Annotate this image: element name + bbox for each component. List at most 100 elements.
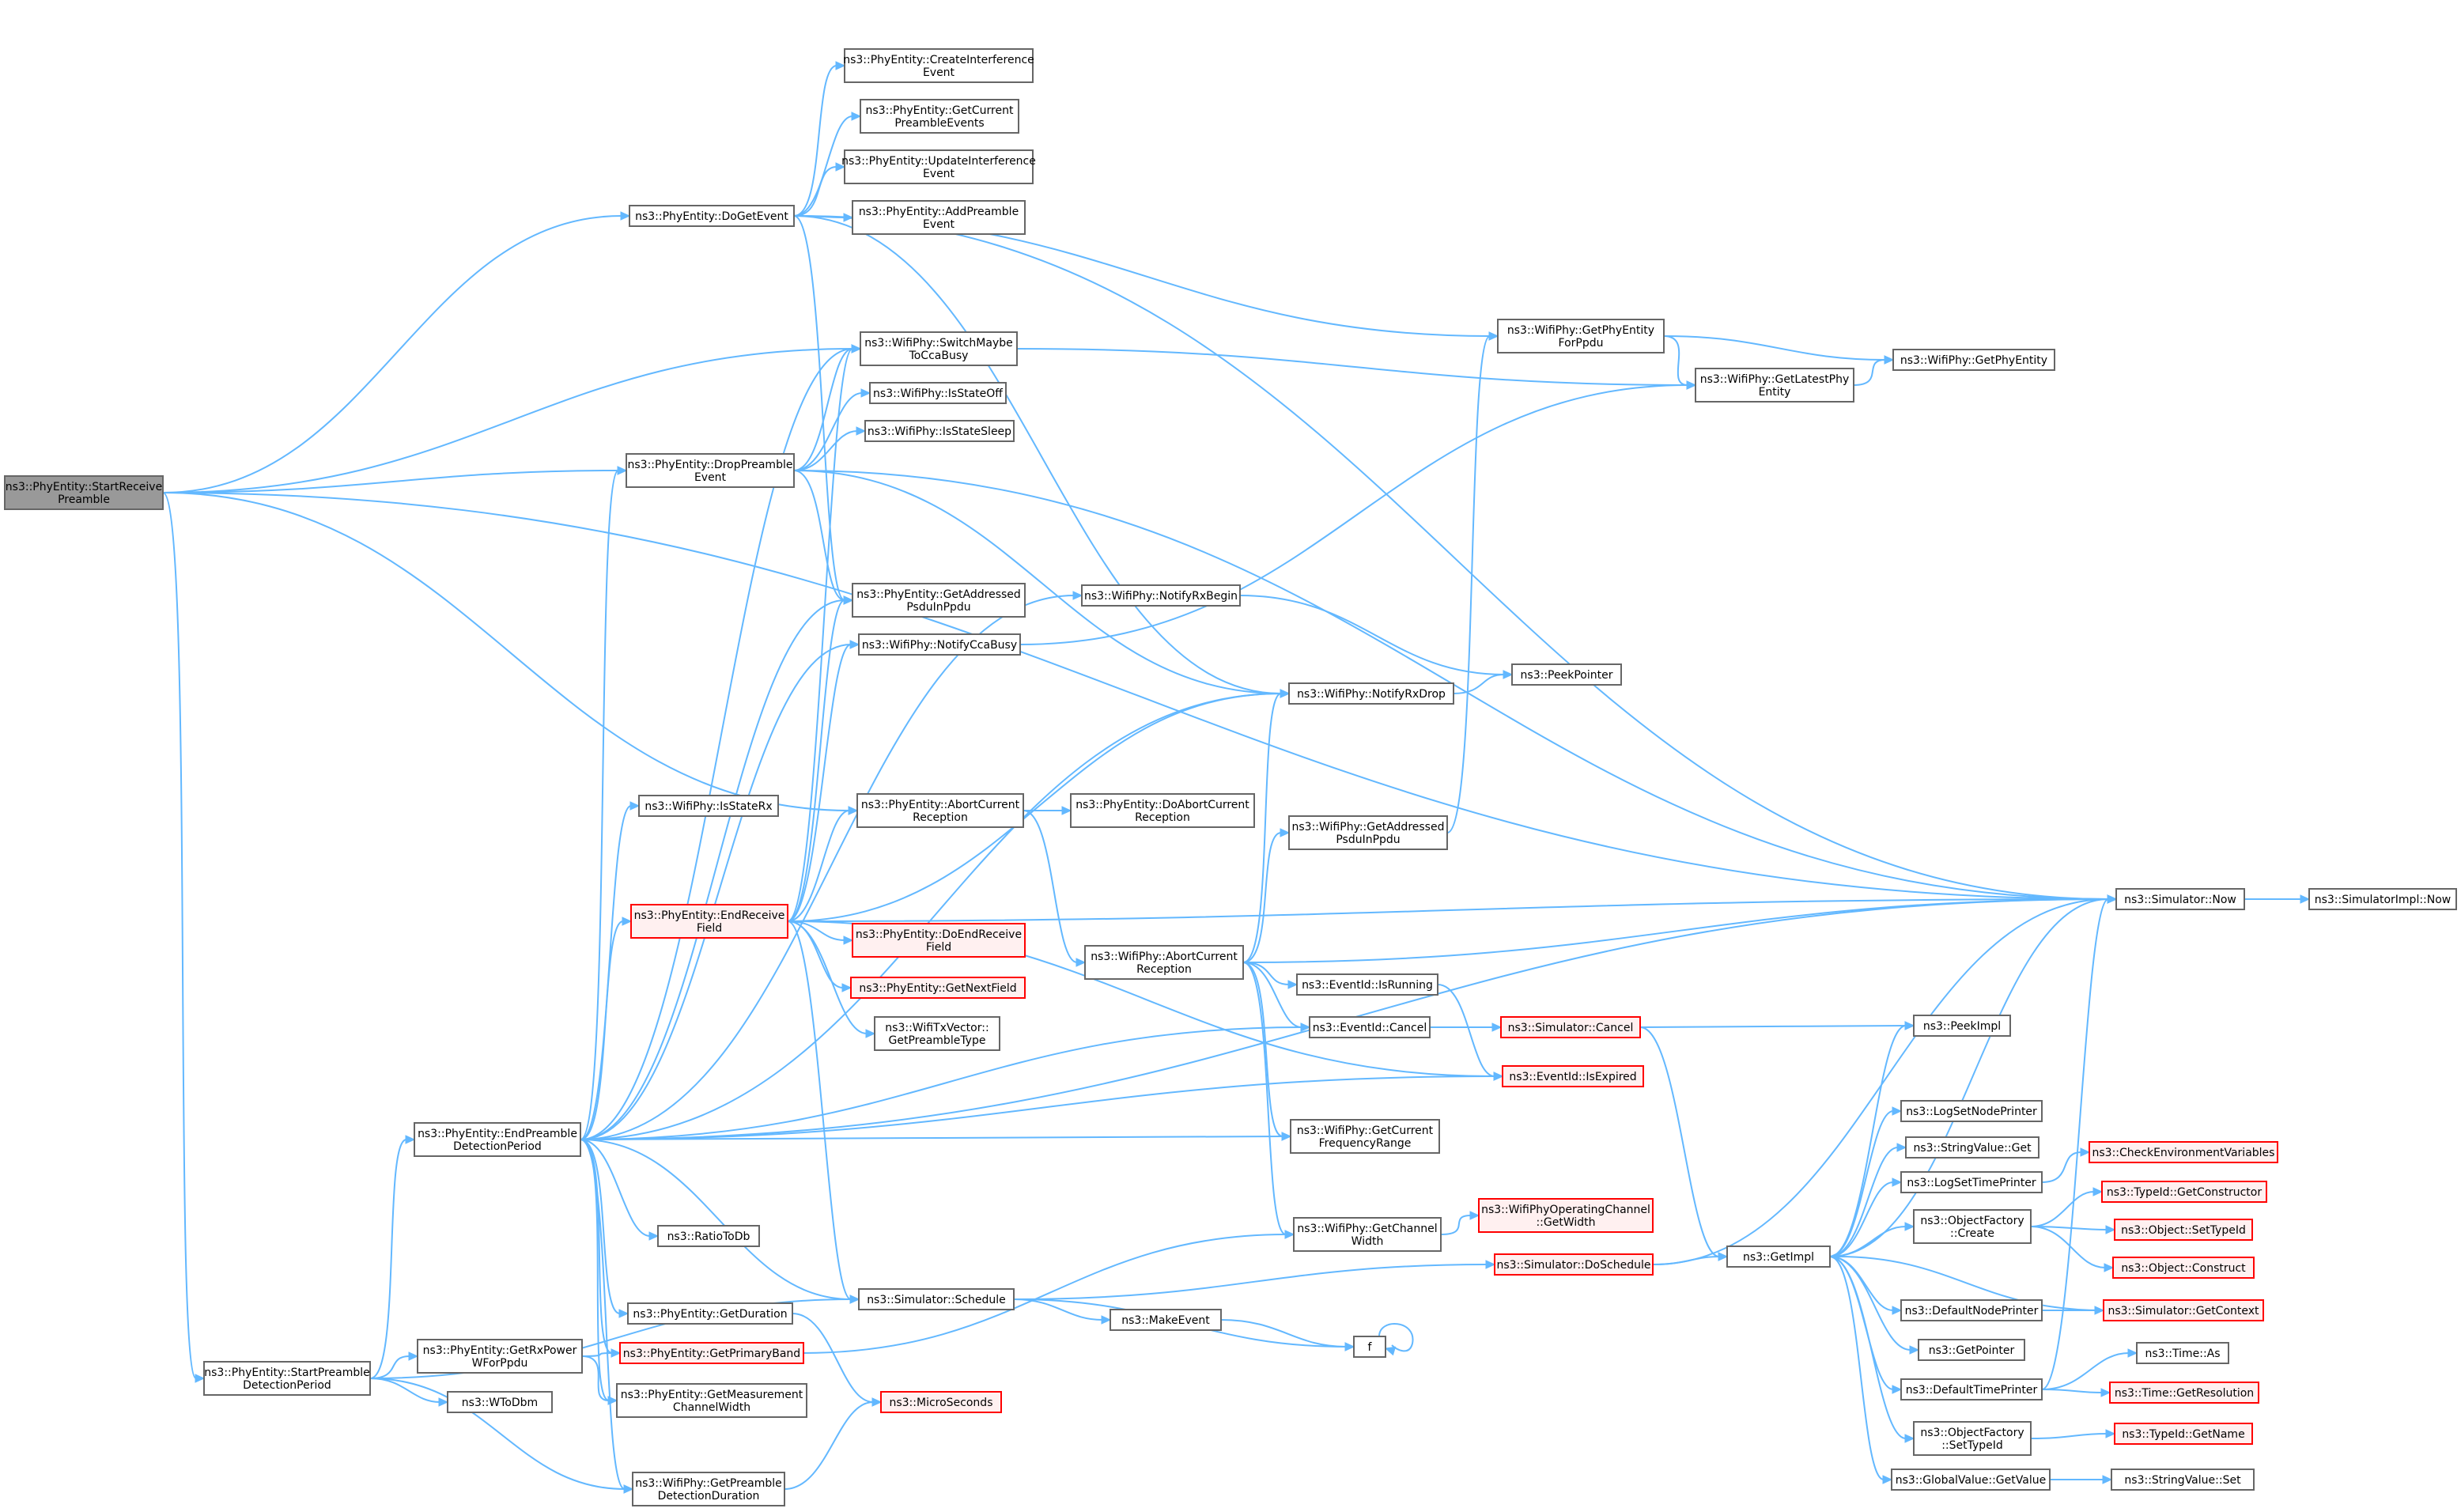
node-start-preamble-detection-period[interactable]: ns3::PhyEntity::StartPreambleDetectionPe…	[203, 1361, 371, 1396]
node-log-set-node-printer[interactable]: ns3::LogSetNodePrinter	[1900, 1100, 2043, 1122]
node-get-next-field[interactable]: ns3::PhyEntity::GetNextField	[850, 977, 1026, 999]
node-label: Preamble	[58, 493, 110, 506]
node-box	[1497, 319, 1665, 353]
node-label: PsduInPpdu	[1336, 833, 1400, 846]
node-get-measurement-channel-width[interactable]: ns3::PhyEntity::GetMeasurementChannelWid…	[616, 1383, 807, 1418]
node-do-get-event[interactable]: ns3::PhyEntity::DoGetEvent	[629, 205, 795, 227]
node-event-is-expired[interactable]: ns3::EventId::IsExpired	[1502, 1065, 1644, 1087]
node-notify-rx-drop[interactable]: ns3::WifiPhy::NotifyRxDrop	[1288, 682, 1454, 705]
node-simulator-impl-now[interactable]: ns3::SimulatorImpl::Now	[2308, 888, 2457, 910]
node-label: ns3::WifiPhy::GetPhyEntity	[1900, 354, 2047, 367]
node-default-time-printer[interactable]: ns3::DefaultTimePrinter	[1900, 1378, 2043, 1400]
node-event-cancel[interactable]: ns3::EventId::Cancel	[1309, 1016, 1431, 1038]
node-event-is-running[interactable]: ns3::EventId::IsRunning	[1296, 973, 1438, 996]
node-get-preamble-detection-duration[interactable]: ns3::WifiPhy::GetPreambleDetectionDurati…	[632, 1472, 785, 1506]
node-log-set-time-printer[interactable]: ns3::LogSetTimePrinter	[1900, 1171, 2043, 1193]
node-label: PreambleEvents	[894, 117, 984, 130]
node-get-phy-entity[interactable]: ns3::WifiPhy::GetPhyEntity	[1892, 349, 2055, 371]
node-object-factory-set-type-id[interactable]: ns3::ObjectFactory::SetTypeId	[1913, 1421, 2032, 1456]
node-string-value-set[interactable]: ns3::StringValue::Set	[2111, 1469, 2255, 1491]
node-simulator-schedule[interactable]: ns3::Simulator::Schedule	[858, 1288, 1015, 1310]
node-get-pointer[interactable]: ns3::GetPointer	[1918, 1339, 2025, 1361]
node-label: f	[1368, 1341, 1373, 1354]
edge-end_preamble_detection_period-to-ratio_to_db	[580, 1139, 660, 1241]
node-label: ns3::PhyEntity::StartPreamble	[204, 1366, 369, 1379]
node-time-as[interactable]: ns3::Time::As	[2136, 1342, 2229, 1364]
node-peek-impl[interactable]: ns3::PeekImpl	[1913, 1015, 2011, 1037]
edge-get_impl-to-get_pointer	[1829, 1256, 1920, 1355]
node-type-id-get-constructor[interactable]: ns3::TypeId::GetConstructor	[2101, 1181, 2267, 1203]
edge-default_time_printer-to-simulator_now	[2041, 894, 2118, 1390]
node-get-impl[interactable]: ns3::GetImpl	[1726, 1246, 1831, 1268]
node-label: ns3::PhyEntity::AddPreamble	[859, 206, 1019, 218]
edge-do_get_event-to-update_interference_event	[793, 162, 846, 217]
node-is-state-off[interactable]: ns3::WifiPhy::IsStateOff	[869, 382, 1007, 404]
node-is-state-sleep[interactable]: ns3::WifiPhy::IsStateSleep	[864, 420, 1015, 442]
node-label: ns3::WifiPhyOperatingChannel	[1481, 1204, 1650, 1216]
node-micro-seconds[interactable]: ns3::MicroSeconds	[880, 1391, 1002, 1413]
node-ratio-to-db[interactable]: ns3::RatioToDb	[657, 1225, 760, 1247]
node-make-event[interactable]: ns3::MakeEvent	[1110, 1309, 1222, 1331]
node-label: ns3::PhyEntity::DoGetEvent	[635, 210, 788, 223]
node-simulator-cancel[interactable]: ns3::Simulator::Cancel	[1500, 1016, 1641, 1038]
node-get-duration[interactable]: ns3::PhyEntity::GetDuration	[627, 1302, 793, 1325]
node-object-construct[interactable]: ns3::Object::Construct	[2112, 1257, 2255, 1279]
node-box	[2112, 1257, 2255, 1279]
edge-end_preamble_detection_period-to-end_receive_field	[580, 917, 633, 1140]
node-notify-cca-busy[interactable]: ns3::WifiPhy::NotifyCcaBusy	[858, 633, 1021, 656]
node-string-value-get[interactable]: ns3::StringValue::Get	[1905, 1136, 2039, 1159]
node-box	[2109, 1382, 2259, 1404]
node-time-get-resolution[interactable]: ns3::Time::GetResolution	[2109, 1382, 2259, 1404]
node-label: ToCcaBusy	[909, 350, 969, 362]
node-global-value-get-value[interactable]: ns3::GlobalValue::GetValue	[1891, 1469, 2051, 1491]
node-simulator-do-schedule[interactable]: ns3::Simulator::DoSchedule	[1494, 1253, 1654, 1276]
node-label: ns3::WifiPhy::GetPhyEntity	[1507, 324, 1654, 337]
edge-get_impl-to-object_factory_set_type_id	[1829, 1256, 1915, 1443]
node-get-preamble-type[interactable]: ns3::WifiTxVector::GetPreambleType	[874, 1016, 1000, 1051]
node-label: ns3::WifiTxVector::	[885, 1022, 989, 1034]
edge-get_phy_entity_for_ppdu-to-get_latest_phy_entity	[1663, 335, 1697, 390]
node-object-factory-create[interactable]: ns3::ObjectFactory::Create	[1913, 1209, 2032, 1244]
node-operating-channel-get-width[interactable]: ns3::WifiPhyOperatingChannel::GetWidth	[1478, 1198, 1654, 1233]
node-label: ns3::PhyEntity::GetRxPower	[423, 1344, 577, 1357]
node-box	[1726, 1246, 1831, 1268]
node-check-environment-variables[interactable]: ns3::CheckEnvironmentVariables	[2089, 1141, 2278, 1163]
edge-get_primary_band-to-get_channel_width	[803, 1230, 1295, 1354]
node-simulator-now[interactable]: ns3::Simulator::Now	[2115, 888, 2245, 910]
node-object-set-type-id[interactable]: ns3::Object::SetTypeId	[2114, 1219, 2253, 1241]
node-label: ns3::LogSetNodePrinter	[1906, 1106, 2037, 1118]
node-label: ns3::WifiPhy::NotifyRxDrop	[1297, 688, 1446, 701]
node-end-preamble-detection-period[interactable]: ns3::PhyEntity::EndPreambleDetectionPeri…	[414, 1122, 581, 1157]
node-f-node[interactable]: f	[1353, 1336, 1386, 1358]
node-peek-pointer[interactable]: ns3::PeekPointer	[1511, 663, 1622, 686]
node-type-id-get-name[interactable]: ns3::TypeId::GetName	[2114, 1423, 2253, 1445]
edges-layer	[162, 61, 2311, 1494]
node-simulator-get-context[interactable]: ns3::Simulator::GetContext	[2103, 1299, 2264, 1321]
node-notify-rx-begin[interactable]: ns3::WifiPhy::NotifyRxBegin	[1081, 584, 1241, 607]
node-get-primary-band[interactable]: ns3::PhyEntity::GetPrimaryBand	[619, 1342, 804, 1364]
node-default-node-printer[interactable]: ns3::DefaultNodePrinter	[1900, 1299, 2043, 1321]
node-is-state-rx[interactable]: ns3::WifiPhy::IsStateRx	[638, 795, 779, 817]
node-w-to-dbm[interactable]: ns3::WToDbm	[447, 1391, 553, 1413]
node-label: ns3::WifiPhy::NotifyCcaBusy	[862, 639, 1017, 652]
